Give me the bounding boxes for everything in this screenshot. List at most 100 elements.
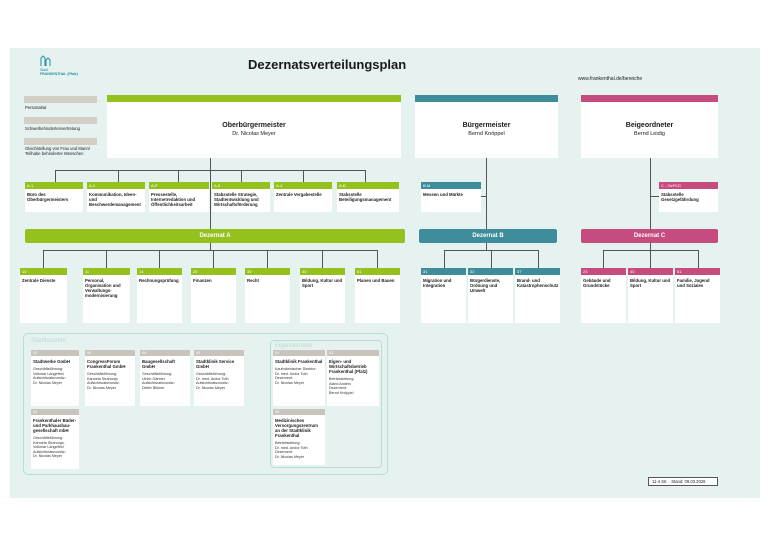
company-card-congressforum: 06 CongressForum Frankenthal GmbH Geschä… [85,350,135,406]
staff-code: A-2 [87,182,145,189]
staff-card-a4: A-4 Zentrale Vergabestelle [274,182,332,212]
connector-staff-bg [650,196,659,197]
staff-label: Stabsstelle Strategie, Stadtentwicklung … [214,192,259,207]
city-logo-icon [40,55,51,66]
company-info: Betriebsleitung: Dr. med. Andor Toth Dez… [275,441,308,459]
connector-units-a [43,250,377,251]
leader-box-bg: Beigeordneter Bernd Leidig [581,95,718,158]
unit-label: Personal, Organisation und Verwaltungs-m… [85,278,121,298]
unit-card-10: 10 Zentrale Dienste [20,268,67,323]
connector-staff-ob [55,170,365,171]
company-name: Frankenthaler Bäder- und Parkhausbau-ges… [33,418,77,433]
eigenbetriebe-group [270,340,382,468]
company-name: Stadtklinik Service GmbH [196,359,235,369]
company-info: Geschäftsführung: Karmela Strahonja Aufs… [87,372,120,390]
company-card-mvz: 05 Medizinisches Versorgungszentrum an d… [273,409,325,465]
unit-card-14: 14 Rechnungsprüfung [137,268,182,323]
company-code: 05 [194,350,244,356]
drop-61 [377,250,378,268]
leader-name-bm: Bernd Knöppel [468,131,505,137]
unit-card-23: 23 Gebäude und Grundstücke [581,268,626,323]
drop-14 [159,250,160,268]
side-bar-schwerbehindert [24,117,97,124]
staff-code: A-1 [25,182,83,189]
drop-30 [267,250,268,268]
side-label-gleichstellung: Gleichstellung von Frau und Mann/ Teilha… [25,146,90,156]
unit-label: Migration und Integration [423,278,452,288]
drop-31 [444,250,445,268]
drop-10 [43,250,44,268]
company-code: 03 [31,409,79,415]
staff-code: A-P [149,182,209,189]
logo-text: Stadt FRANKENTHAL (Pfalz) [40,68,78,76]
unit-code: 10 [20,268,67,275]
company-card-baeder: 03 Frankenthaler Bäder- und Parkhausbau-… [31,409,79,469]
unit-card-37: 37 Brand- und Katastrophenschutz [515,268,560,323]
unit-code: 20 [191,268,236,275]
unit-card-11: 11 Personal, Organisation und Verwaltung… [83,268,130,323]
company-name: Eigen- und Wirtschaftsbetrieb Frankentha… [329,359,368,374]
drop-37 [538,250,539,268]
unit-code: 32 [468,268,513,275]
company-code: 04 [140,350,190,356]
leader-name-ob: Dr. Nicolas Meyer [232,131,276,137]
company-code: 02 [327,350,379,356]
company-info: Kaufmännischer Direktor: Dr. med. Andor … [275,367,317,385]
footer-stand: 11-4 Str. · Stand: 09.03.2026 [648,477,718,486]
website-link[interactable]: www.frankenthal.de/bereiche [578,76,643,82]
company-card-stadtwerke: 01 Stadtwerke GmbH Geschäftsführung: Vol… [31,350,79,406]
unit-card-32: 32 Bürgerdienste, Ordnung und Umwelt [468,268,513,323]
staff-label: Stabsstelle Gesetzgefährdung [661,192,699,202]
staff-card-a2: A-2 Kommunikation, Ideen- und Beschwerde… [87,182,145,212]
unit-card-20: 20 Finanzen [191,268,236,323]
company-name: CongressForum Frankenthal GmbH [87,359,126,369]
company-info: Geschäftsführung: Karmela Strahonja, Vol… [33,436,66,459]
unit-code: 51 [675,268,720,275]
unit-code: 30 [245,268,290,275]
leader-box-ob: Oberbürgermeister Dr. Nicolas Meyer [107,95,401,158]
company-name: Stadtklinik Frankenthal [275,359,323,364]
company-card-baugesellschaft: 04 Baugesellschaft GmbH Geschäftsführung… [140,350,190,406]
company-info: Betriebsleitung: Astrid Anders Dezernent… [329,377,355,395]
stadtkonzern-title: Stadtkonzern [31,338,67,344]
drop-40c [650,250,651,268]
company-card-ewf: 02 Eigen- und Wirtschaftsbetrieb Franken… [327,350,379,406]
staff-code: A-4 [274,182,332,189]
staff-label: Büro des Oberbürgermeisters [27,192,69,202]
unit-label: Finanzen [193,278,212,283]
dezernat-c-bar: Dezernat C [581,229,718,243]
connector-dez-b [486,243,487,250]
company-code: 05 [273,409,325,415]
company-code: 06 [85,350,135,356]
company-card-stadtklinik: 04 Stadtklinik Frankenthal Kaufmännische… [273,350,325,406]
connector-dez-c [650,243,651,250]
drop-32 [491,250,492,268]
unit-label: Gebäude und Grundstücke [583,278,611,288]
staff-label: Stabsstelle Beteiligungsmanagement [339,192,392,202]
staff-card-bm: B-M Messen und Märkte [421,182,481,212]
eigenbetriebe-title: Eigenbetriebe [275,343,313,349]
leader-title-bg: Beigeordneter [625,122,674,129]
unit-code: 61 [355,268,400,275]
company-name: Stadtwerke GmbH [33,359,71,364]
unit-label: Familie, Jugend und Soziales [677,278,710,288]
unit-code: 11 [83,268,130,275]
company-info: Geschäftsführung: Volkmar Langefeld Aufs… [33,367,66,385]
company-name: Baugesellschaft GmbH [142,359,175,369]
connector-a1 [55,170,56,182]
unit-card-51: 51 Familie, Jugend und Soziales [675,268,720,323]
staff-card-bg: C - GeFKG Stabsstelle Gesetzgefährdung [659,182,718,212]
unit-label: Bildung, Kultur und Sport [302,278,343,288]
unit-label: Planen und Bauen [357,278,395,283]
connector-bm [486,158,487,229]
unit-label: Bildung, Kultur und Sport [630,278,671,288]
company-code: 01 [31,350,79,356]
leader-box-bm: Bürgermeister Bernd Knöppel [415,95,558,158]
drop-11 [106,250,107,268]
side-bar-personalrat [24,96,97,103]
side-label-schwerbehindert: Schwerbehindertenvertretung [25,126,80,131]
page-title: Dezernatsverteilungsplan [248,57,407,72]
connector-a5 [241,170,242,182]
leader-name-bg: Bernd Leidig [634,131,665,137]
drop-51 [698,250,699,268]
